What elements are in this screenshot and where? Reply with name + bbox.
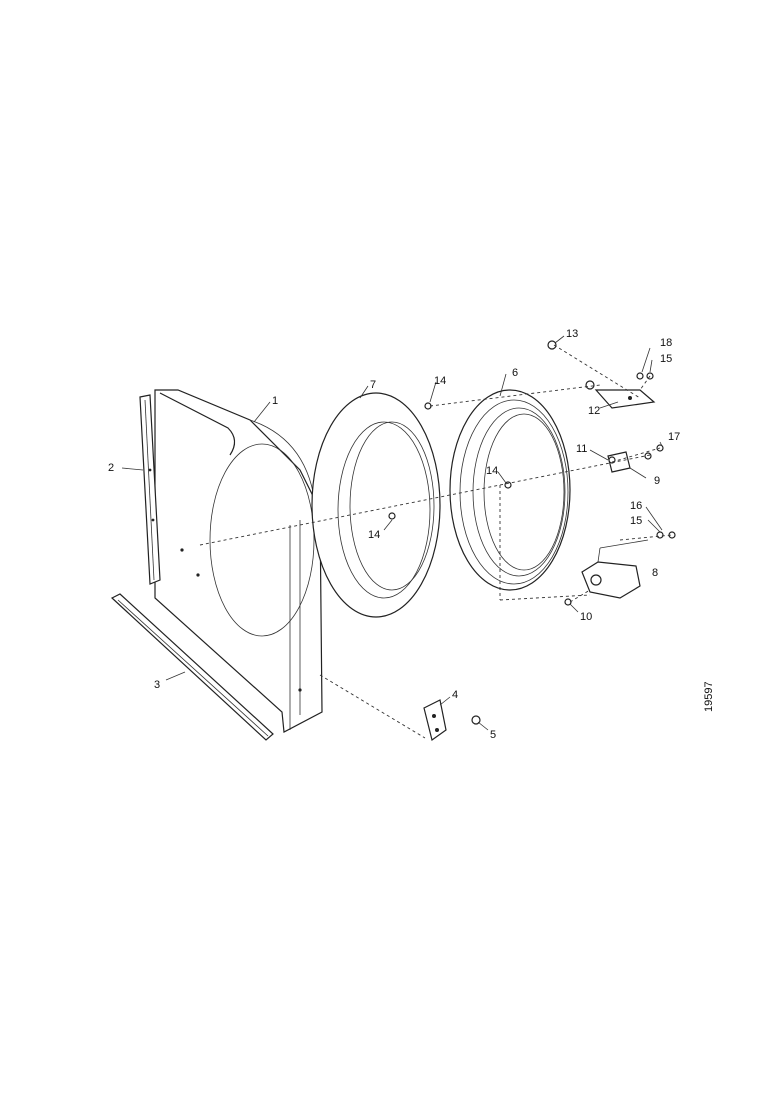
bottom-rail	[110, 593, 274, 741]
callout-10: 10	[580, 611, 592, 623]
leader-lines	[121, 335, 663, 731]
callout-11: 11	[576, 443, 587, 455]
side-strip	[139, 394, 161, 585]
switch-assembly	[581, 539, 649, 599]
fasteners	[388, 340, 676, 606]
callout-14-top: 14	[434, 375, 446, 387]
callout-14-ring: 14	[368, 529, 380, 541]
callout-1: 1	[272, 395, 278, 407]
callout-16: 16	[630, 500, 642, 512]
door-switch-bracket	[423, 699, 447, 742]
hinge-12	[594, 389, 656, 409]
callout-5: 5	[490, 729, 496, 741]
callout-9: 9	[654, 475, 660, 487]
bearing-ring	[449, 389, 571, 591]
callout-15-lower: 15	[630, 515, 642, 527]
callout-2: 2	[108, 462, 114, 474]
drawing-id-code: 19597	[703, 681, 715, 712]
callout-4: 4	[452, 689, 458, 701]
callout-6: 6	[512, 367, 518, 379]
callout-18: 18	[660, 337, 672, 349]
callout-3: 3	[154, 679, 160, 691]
callout-12: 12	[588, 405, 600, 417]
callout-13: 13	[566, 328, 578, 340]
assembly-lines	[199, 344, 673, 739]
front-panel	[154, 389, 323, 733]
callout-15-top: 15	[660, 353, 672, 365]
callout-17: 17	[668, 431, 680, 443]
trim-ring	[311, 392, 441, 618]
callout-7: 7	[370, 379, 376, 391]
callout-8: 8	[652, 567, 658, 579]
callout-labels: 1 2 3 4 5 6 7 8 9 10 11 12 13 14 14 14 1…	[108, 328, 715, 741]
callout-14-bearing: 14	[486, 465, 498, 477]
